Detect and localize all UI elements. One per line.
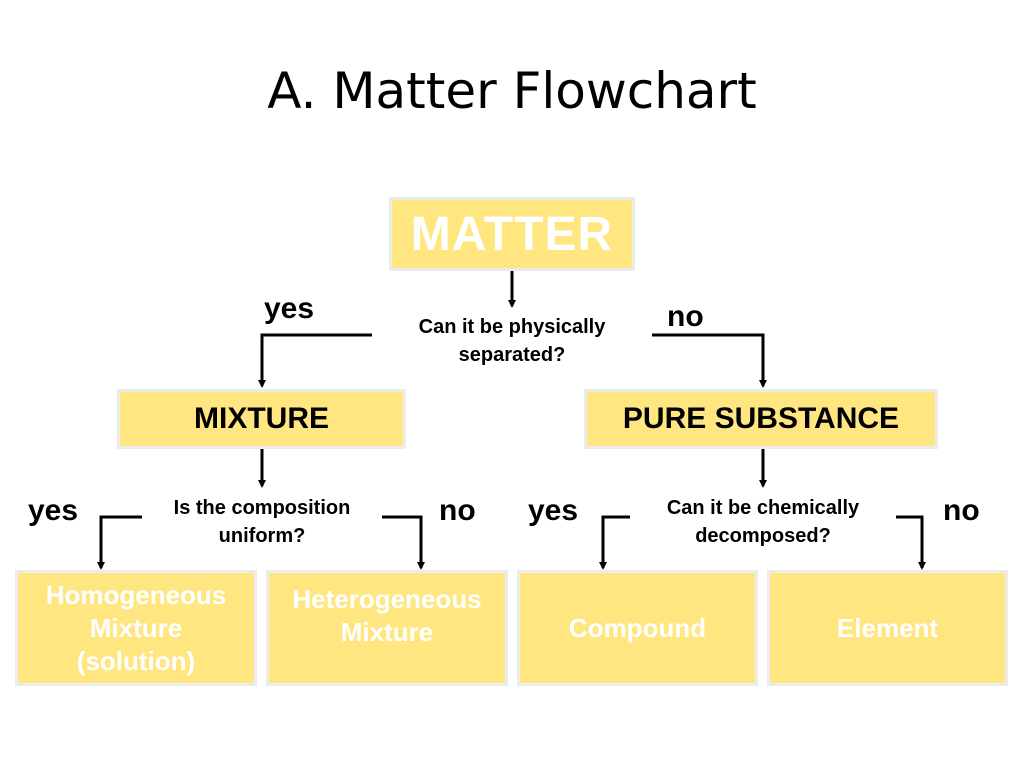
node-element-label: Element: [836, 612, 939, 643]
node-matter-label: MATTER: [410, 207, 614, 261]
edge-label-physical-yes: yes: [264, 292, 315, 325]
node-heterogeneous-mixture: Heterogeneous Mixture: [266, 570, 508, 686]
node-matter: MATTER: [389, 197, 635, 271]
arrow-uniform-yes-to-homogeneous: [97, 515, 142, 570]
edge-label-uniform-no: no: [439, 494, 476, 527]
arrow-physical-yes-to-mixture: [258, 333, 372, 388]
node-pure-substance-label: PURE SUBSTANCE: [622, 402, 900, 435]
node-element: Element: [767, 570, 1008, 686]
question-physically-separated: Can it be physically separated?: [418, 316, 606, 366]
question-chemically-decomposed: Can it be chemically decomposed?: [666, 497, 860, 547]
arrow-physical-no-to-pure-substance: [652, 333, 767, 388]
question-composition-uniform: Is the composition uniform?: [173, 497, 351, 547]
node-mixture-label: MIXTURE: [194, 402, 329, 435]
edge-label-physical-no: no: [667, 300, 704, 333]
edge-label-uniform-yes: yes: [28, 494, 79, 527]
node-mixture: MIXTURE: [117, 389, 406, 449]
node-pure-substance: PURE SUBSTANCE: [584, 389, 938, 449]
edge-label-chemical-no: no: [943, 494, 980, 527]
node-compound: Compound: [517, 570, 758, 686]
arrow-chemical-no-to-element: [896, 515, 926, 570]
node-homogeneous-mixture: Homogeneous Mixture (solution): [15, 570, 257, 686]
edge-label-chemical-yes: yes: [528, 494, 579, 527]
arrow-uniform-no-to-heterogeneous: [382, 515, 425, 570]
node-heterogeneous-label: Heterogeneous Mixture: [292, 584, 482, 647]
page-title: A. Matter Flowchart: [267, 62, 757, 120]
node-homogeneous-label: Homogeneous Mixture (solution): [45, 579, 227, 676]
node-compound-label: Compound: [568, 612, 707, 643]
arrow-chemical-yes-to-compound: [599, 515, 630, 570]
